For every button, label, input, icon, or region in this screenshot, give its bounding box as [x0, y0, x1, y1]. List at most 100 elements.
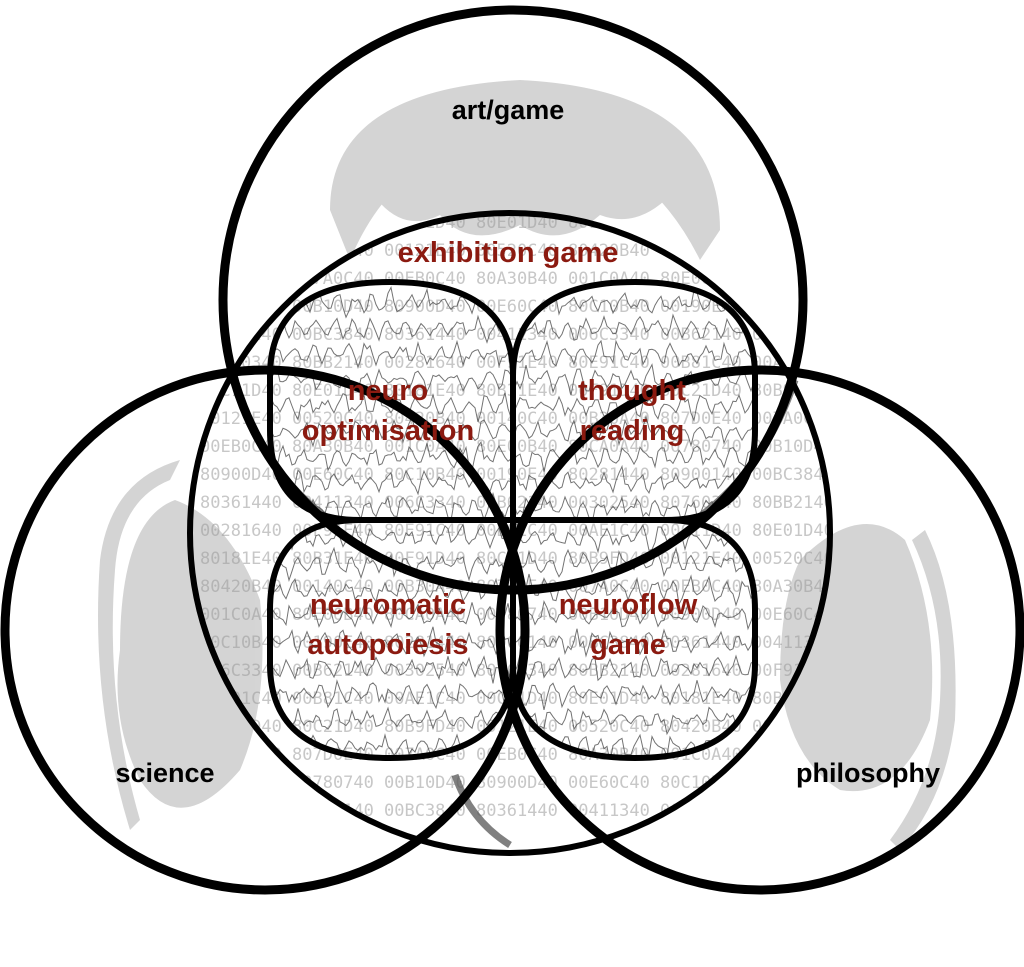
- hex-code: 00E60C40: [752, 605, 834, 625]
- hex-code: 80361440: [660, 633, 742, 653]
- label-exhibition-game: exhibition game: [398, 237, 619, 269]
- hex-code: 00121E40: [660, 549, 742, 569]
- hex-code: 80B31E40: [292, 549, 374, 569]
- eeg-trace: [270, 679, 513, 710]
- hex-code: 00780740: [476, 605, 558, 625]
- brain-top-lobe: [370, 105, 675, 236]
- faded-arc-bottom: [451, 773, 512, 848]
- label-art-game: art/game: [452, 95, 565, 125]
- hex-code: 80E01D40: [568, 689, 650, 709]
- eeg-trace: [270, 706, 513, 737]
- hex-code: 80A30B40: [752, 577, 834, 597]
- hex-code: 00121E40: [384, 241, 466, 261]
- eeg-trace: [270, 440, 513, 472]
- hex-code: 00BC3840: [752, 465, 834, 485]
- hex-code: 00AE1C40: [384, 689, 466, 709]
- eeg-trace: [513, 625, 755, 658]
- hex-code: 80A30B40: [292, 437, 374, 457]
- petal-neuro-optimisation: [267, 278, 516, 523]
- eeg-trace: [270, 339, 513, 369]
- eeg-trace: [270, 626, 513, 658]
- hex-code: 80C10B40: [384, 465, 466, 485]
- petal-2-line-1: thought: [578, 375, 686, 407]
- hex-code: 80420B40: [568, 241, 650, 261]
- eeg-trace: [513, 654, 755, 682]
- petal-3-line-1: neuromatic: [310, 589, 466, 621]
- petal-4-line-2: game: [590, 629, 666, 661]
- eeg-trace: [270, 314, 513, 344]
- eeg-trace: [270, 655, 513, 684]
- hex-code: 00B62140: [660, 325, 742, 345]
- hex-code: 00B10D40: [752, 437, 834, 457]
- eeg-wave-petal-4: [513, 522, 755, 758]
- eeg-trace: [513, 573, 755, 607]
- hex-code: 80420B40: [660, 717, 742, 737]
- hex-code: 80900D40: [384, 297, 466, 317]
- hex-code: 00780740: [200, 297, 282, 317]
- hex-code: 80E00B40: [476, 437, 558, 457]
- petal-1-line-2: optimisation: [302, 415, 474, 447]
- hex-code: 00281640: [384, 353, 466, 373]
- label-philosophy: philosophy: [796, 758, 940, 788]
- hex-code: 80E01D40: [752, 521, 834, 541]
- hex-code: 00B81C40: [200, 213, 282, 233]
- eeg-trace: [270, 523, 513, 551]
- hex-code: 00E60C40: [568, 773, 650, 793]
- eeg-trace: [513, 313, 755, 341]
- hex-code: 80361440: [476, 801, 558, 821]
- brain-left-lobe: [117, 500, 263, 808]
- hex-code: 80181E40: [200, 549, 282, 569]
- hex-code: 80BB2140: [292, 353, 374, 373]
- hex-code: 80281440: [568, 465, 650, 485]
- petal-2-line-2: reading: [580, 415, 685, 447]
- hex-code: 00520C40: [292, 409, 374, 429]
- eeg-trace: [513, 363, 755, 396]
- eeg-trace: [270, 546, 513, 583]
- hex-code: 00AE1C40: [568, 521, 650, 541]
- hex-code: 80900D40: [200, 465, 282, 485]
- eeg-trace: [513, 522, 755, 554]
- hex-code: 00520C40: [476, 241, 558, 261]
- eeg-trace: [513, 546, 755, 578]
- brain-scan-background: [98, 80, 956, 850]
- hex-code: 80900D40: [660, 605, 742, 625]
- hex-code: 00F91E40: [476, 353, 558, 373]
- hex-code: 00B30A40: [752, 241, 834, 261]
- hex-code: 80361440: [384, 325, 466, 345]
- hex-code: 80361440: [200, 493, 282, 513]
- hex-code: 80CA0A40: [752, 269, 834, 289]
- hex-code: 80C21D40: [200, 241, 282, 261]
- hex-code: 00140C40: [476, 409, 558, 429]
- hex-code: 00EB0C40: [660, 577, 742, 597]
- hex-code: 80281440: [752, 297, 834, 317]
- eeg-trace: [270, 392, 513, 423]
- hex-code: 006C3340: [568, 325, 650, 345]
- skull-left: [98, 460, 180, 830]
- hex-code: 80BB2140: [568, 661, 650, 681]
- head-outline: [330, 80, 720, 260]
- hex-code: 80E01D40: [476, 213, 558, 233]
- eeg-trace: [513, 414, 755, 449]
- hex-code: 80BB2140: [752, 493, 834, 513]
- hex-code: 00520C40: [752, 549, 834, 569]
- eeg-trace: [270, 286, 513, 319]
- hex-code: 00281640: [200, 521, 282, 541]
- hex-code: 80900D40: [476, 773, 558, 793]
- petal-3-line-2: autopoiesis: [307, 629, 468, 661]
- hex-code: 807D0E40: [292, 745, 374, 765]
- hex-code: 00B62140: [752, 801, 834, 821]
- hex-code: 80CA0A40: [384, 605, 466, 625]
- hex-code: 00302540: [384, 661, 466, 681]
- eeg-trace: [513, 339, 755, 367]
- hex-code: 80281440: [200, 801, 282, 821]
- hex-code: 80B9FD40: [384, 717, 466, 737]
- petal-4-line-1: neuroflow: [559, 589, 698, 621]
- hex-code: 80A30B40: [476, 269, 558, 289]
- hex-code: 80181E40: [660, 689, 742, 709]
- circle-exhibition-game: [187, 210, 833, 856]
- hex-code: 00121E40: [200, 409, 282, 429]
- hex-code: 00B81C40: [292, 689, 374, 709]
- hex-code: 80900140: [200, 325, 282, 345]
- hex-code: 80420B40: [200, 577, 282, 597]
- petals: [267, 278, 758, 762]
